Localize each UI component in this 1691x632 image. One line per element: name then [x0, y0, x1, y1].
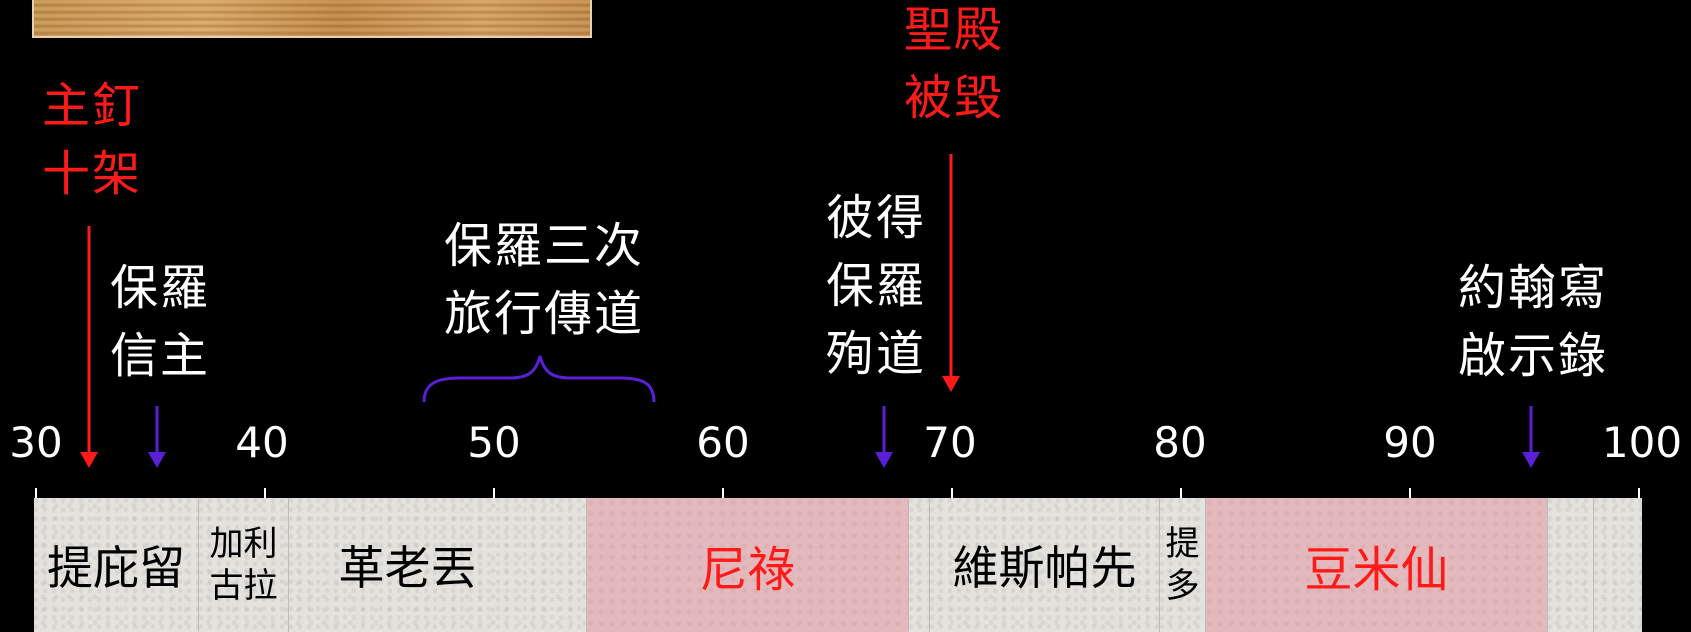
- crucifixion-line-1: 主釘: [42, 78, 143, 134]
- tick-label-60: 60: [696, 418, 750, 467]
- martyrdom-arrowhead: [875, 452, 893, 468]
- tick-label-100: 100: [1601, 418, 1683, 467]
- crucifixion-label: 主釘 十架: [42, 72, 142, 208]
- emperor-name-caligula: 加利 古拉: [210, 523, 278, 607]
- emperor-band-titus: 提 多: [1160, 498, 1206, 632]
- temple-destroyed-line-1: 聖殿: [904, 2, 1005, 58]
- tick-label-30: 30: [9, 418, 63, 467]
- paul-journeys-label: 保羅三次 旅行傳道: [444, 212, 644, 348]
- tick-label-50: 50: [467, 418, 521, 467]
- paul-conversion-arrowhead: [148, 452, 166, 468]
- paul-conversion-label: 保羅 信主: [110, 254, 210, 390]
- peter-paul-martyred-line-1: 彼得: [826, 190, 927, 246]
- paul-journeys-line-1: 保羅三次: [444, 218, 645, 274]
- peter-paul-martyred-label: 彼得 保羅 殉道: [826, 184, 926, 388]
- emperor-band-year-of-four: [909, 498, 930, 632]
- crucifixion-line-2: 十架: [42, 146, 143, 202]
- tick-label-80: 80: [1153, 418, 1207, 467]
- tick-label-70: 70: [923, 418, 977, 467]
- peter-paul-martyred-line-2: 保羅: [826, 258, 927, 314]
- paul-journeys-line-2: 旅行傳道: [444, 286, 645, 342]
- caligula-line-1: 加利: [209, 524, 278, 564]
- wood-texture-image: [32, 0, 592, 38]
- emperor-name-tiberius: 提庇留: [47, 541, 185, 595]
- john-revelation-label: 約翰寫 啟示錄: [1458, 254, 1608, 390]
- emperor-band-nerva: [1548, 498, 1594, 632]
- emperor-band-nero: 尼祿: [587, 498, 909, 632]
- temple-destroyed-arrowhead: [942, 376, 960, 392]
- emperor-band-tiberius: 提庇留: [34, 498, 199, 632]
- paul-journeys-brace: [422, 355, 656, 403]
- titus-line-2: 多: [1165, 566, 1200, 606]
- tick-label-40: 40: [235, 418, 289, 467]
- emperor-band-claudius: 革老丟: [289, 498, 587, 632]
- emperor-name-vespasian: 維斯帕先: [952, 541, 1137, 595]
- peter-paul-martyred-line-3: 殉道: [826, 326, 927, 382]
- emperor-band-vespasian: 維斯帕先: [930, 498, 1160, 632]
- john-revelation-line-1: 約翰寫: [1458, 260, 1609, 316]
- temple-destroyed-line-2: 被毀: [904, 70, 1005, 126]
- tick-label-90: 90: [1383, 418, 1437, 467]
- crucifixion-arrowhead: [80, 452, 98, 468]
- titus-line-1: 提: [1165, 524, 1200, 564]
- emperor-band-trajan: [1594, 498, 1642, 632]
- paul-conversion-line-2: 信主: [110, 328, 211, 384]
- emperor-name-claudius: 革老丟: [338, 541, 477, 595]
- caligula-line-2: 古拉: [209, 566, 278, 606]
- emperor-name-titus: 提 多: [1166, 523, 1200, 607]
- emperor-band-domitian: 豆米仙: [1206, 498, 1548, 632]
- revelation-arrowhead: [1522, 452, 1540, 468]
- john-revelation-line-2: 啟示錄: [1458, 328, 1609, 384]
- emperor-band-caligula: 加利 古拉: [199, 498, 289, 632]
- emperor-name-nero: 尼祿: [699, 542, 796, 598]
- emperor-name-domitian: 豆米仙: [1304, 542, 1449, 598]
- paul-conversion-line-1: 保羅: [110, 260, 211, 316]
- temple-destroyed-label: 聖殿 被毀: [904, 0, 1004, 132]
